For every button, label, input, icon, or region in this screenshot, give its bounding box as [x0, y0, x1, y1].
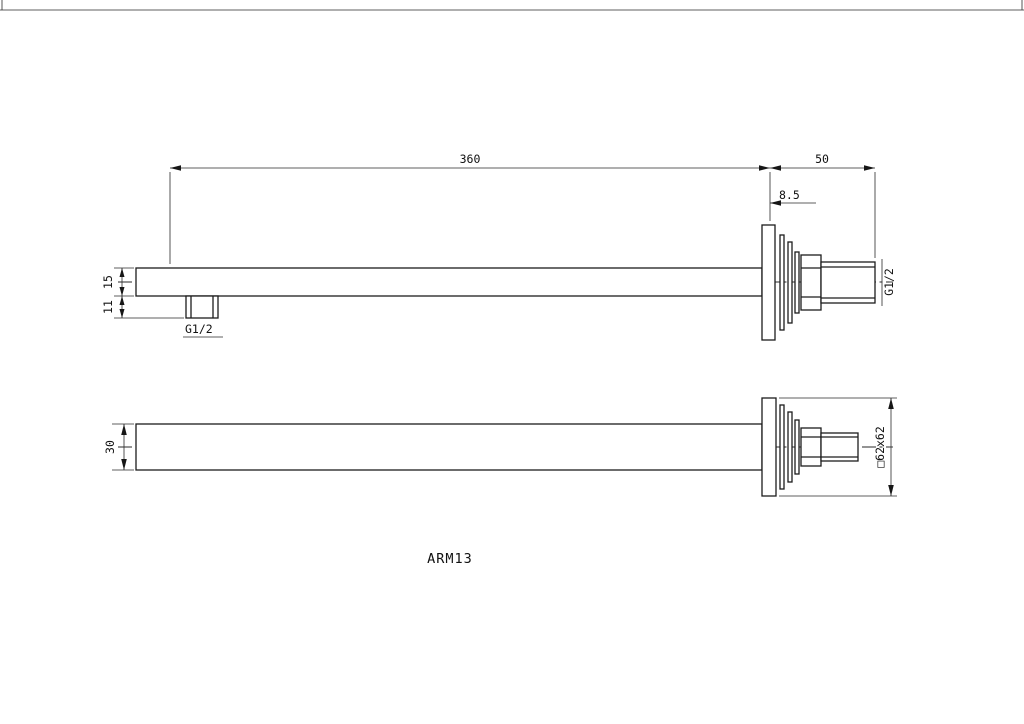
outlet-connector [185, 295, 219, 319]
dimension-arm-width: 30 [103, 423, 134, 471]
arm-tube-plan [135, 423, 763, 471]
washer-plates-plan [779, 404, 800, 490]
outlet-thread-label: G1/2 [185, 322, 213, 336]
wall-flange-side [761, 224, 776, 341]
arm-height-label: 15 [101, 275, 115, 289]
dimension-flange-size: □62x62 [779, 397, 897, 497]
sheet-frame-line [0, 0, 1024, 11]
wall-flange-plan [761, 397, 777, 497]
plan-view: 30 □62x62 [103, 397, 897, 497]
outlet-thread-callout: G1/2 [183, 322, 223, 338]
outlet-drop-label: 11 [101, 300, 115, 314]
dim-offset-label: 50 [815, 152, 829, 166]
dim-length-label: 360 [460, 152, 481, 166]
dimension-length-and-offset: 360 50 [169, 152, 876, 264]
arm-tube-side [135, 267, 763, 297]
arm-width-label: 30 [103, 440, 117, 454]
dimension-flange-thickness: 8.5 [770, 188, 816, 206]
inlet-thread-callout: G1/2 [881, 259, 896, 306]
mounting-nut-side [800, 254, 822, 311]
mounting-nut-plan [800, 427, 822, 467]
flange-size-label: □62x62 [873, 426, 887, 468]
washer-plates-side [779, 234, 800, 331]
side-elevation-view: 360 50 8.5 15 11 G1/2 [101, 152, 896, 341]
part-number-label: ARM13 [427, 551, 473, 567]
dimension-arm-height-outlet: 15 11 [101, 267, 184, 319]
threaded-pipe-side [820, 261, 876, 304]
threaded-pipe-plan [820, 432, 859, 462]
flange-thickness-label: 8.5 [779, 188, 800, 202]
inlet-thread-label: G1/2 [882, 268, 896, 296]
